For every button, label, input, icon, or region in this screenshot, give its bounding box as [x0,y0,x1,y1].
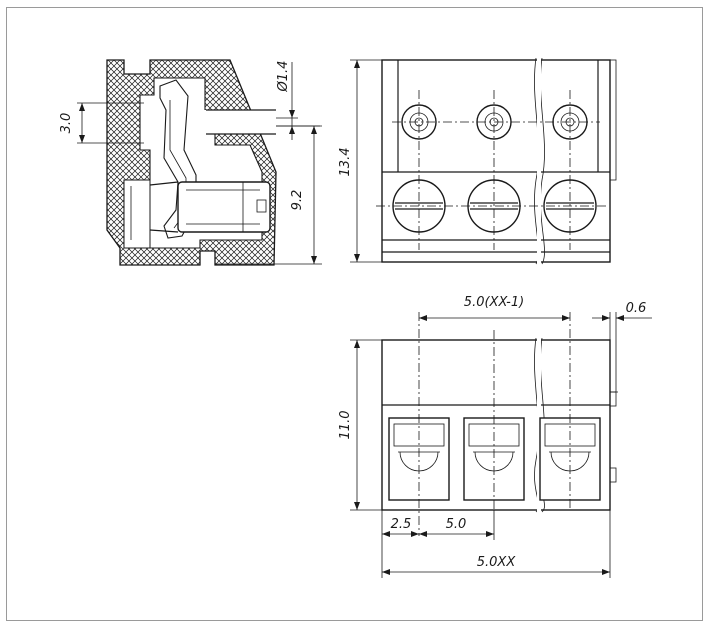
side-section-view: 3.0 Ø1.4 9.2 [59,59,322,266]
dim-offset: 0.6 [626,301,647,316]
dim-front-height: 11.0 [338,411,353,440]
dim-pitch: 5.0 [446,517,467,532]
dim-side-height: 9.2 [290,190,305,211]
dim-pin-hole: Ø1.4 [276,61,291,93]
front-view: 5.0(XX-1) 0.6 11.0 2.5 5.0 5.0XX [338,295,652,578]
top-view: 13.4 [338,57,617,265]
dim-total-width: 5.0XX [477,555,517,570]
dim-top-height: 13.4 [338,148,353,177]
screw-body [177,181,271,233]
dim-pitch-span: 5.0(XX-1) [464,295,524,310]
dim-wire-entry: 3.0 [59,113,74,134]
dim-edge-offset: 2.5 [391,517,412,532]
